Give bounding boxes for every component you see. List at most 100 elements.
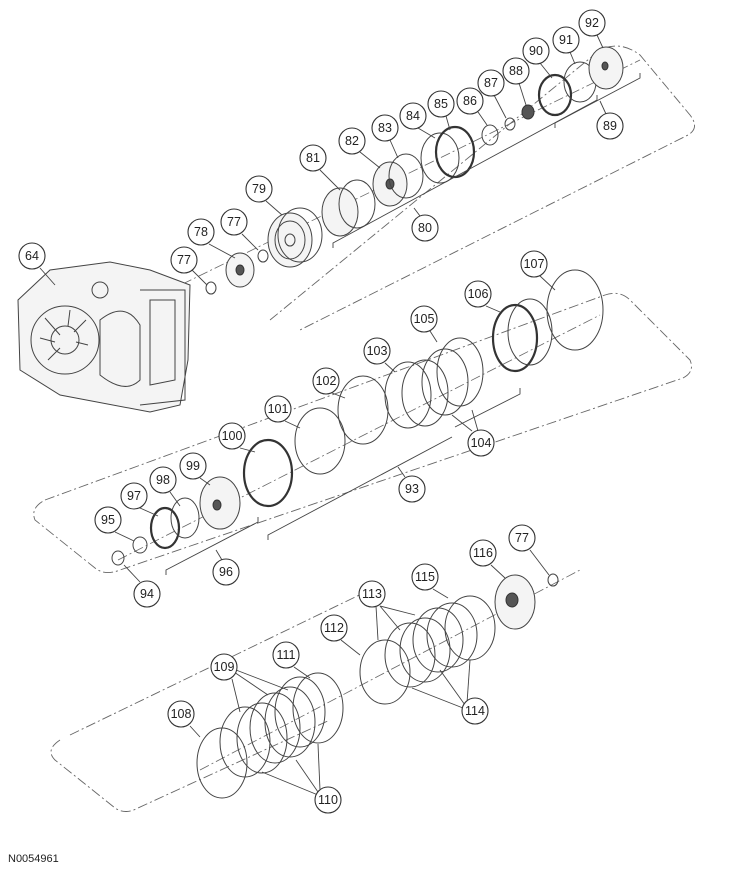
svg-text:64: 64 — [25, 249, 39, 263]
callout-102: 102 — [312, 367, 340, 395]
svg-text:114: 114 — [465, 704, 485, 718]
callout-101: 101 — [264, 395, 292, 423]
callout-82: 82 — [338, 127, 366, 155]
svg-text:111: 111 — [276, 648, 295, 662]
svg-text:94: 94 — [140, 587, 154, 601]
svg-text:84: 84 — [406, 109, 420, 123]
svg-text:81: 81 — [306, 151, 320, 165]
callout-84: 84 — [399, 102, 427, 130]
figure-id-caption: N0054961 — [8, 853, 59, 865]
svg-text:85: 85 — [434, 97, 448, 111]
bracket-80 — [332, 95, 598, 248]
callout-113: 113 — [358, 580, 386, 608]
svg-text:79: 79 — [252, 182, 266, 196]
bracket-96 — [165, 517, 259, 575]
svg-text:100: 100 — [222, 429, 243, 443]
svg-text:102: 102 — [316, 374, 337, 388]
lower-group-boundary — [50, 584, 381, 812]
svg-text:116: 116 — [473, 546, 493, 560]
callout-105: 105 — [410, 305, 438, 333]
svg-text:93: 93 — [405, 482, 419, 496]
group-brackets — [165, 73, 641, 575]
svg-text:106: 106 — [468, 287, 489, 301]
callout-115: 115 — [411, 563, 439, 591]
callout-77-b: 77 — [220, 208, 248, 236]
svg-text:107: 107 — [524, 257, 545, 271]
callout-109: 109 — [210, 653, 238, 681]
callout-98: 98 — [149, 466, 177, 494]
callout-81: 81 — [299, 144, 327, 172]
svg-text:105: 105 — [414, 312, 435, 326]
svg-text:86: 86 — [463, 94, 477, 108]
callout-93: 93 — [398, 475, 426, 503]
svg-text:108: 108 — [171, 707, 192, 721]
svg-text:91: 91 — [559, 33, 573, 47]
svg-text:110: 110 — [318, 793, 338, 807]
callout-97: 97 — [120, 482, 148, 510]
callouts: 64 77 78 77 79 81 82 83 84 85 86 87 88 9… — [18, 9, 624, 814]
svg-text:104: 104 — [471, 436, 492, 450]
svg-text:87: 87 — [484, 76, 498, 90]
upper-assembly-parts — [205, 46, 624, 295]
svg-text:101: 101 — [268, 402, 289, 416]
svg-text:89: 89 — [603, 119, 617, 133]
middle-group-boundary — [33, 292, 692, 573]
callout-64: 64 — [18, 242, 46, 270]
svg-text:82: 82 — [345, 134, 359, 148]
callout-99: 99 — [179, 452, 207, 480]
callout-91: 91 — [552, 26, 580, 54]
callout-92: 92 — [578, 9, 606, 37]
callout-88: 88 — [502, 57, 530, 85]
svg-text:113: 113 — [362, 587, 382, 601]
svg-text:95: 95 — [101, 513, 115, 527]
callout-96: 96 — [212, 558, 240, 586]
svg-text:77: 77 — [227, 215, 241, 229]
callout-77-c: 77 — [508, 524, 536, 552]
bracket-93 — [267, 388, 521, 540]
callout-79: 79 — [245, 175, 273, 203]
callout-104: 104 — [467, 429, 495, 457]
bracket-89 — [554, 73, 641, 128]
callout-83: 83 — [371, 114, 399, 142]
callout-100: 100 — [218, 422, 246, 450]
svg-text:90: 90 — [529, 44, 543, 58]
callout-106: 106 — [464, 280, 492, 308]
callout-80: 80 — [411, 214, 439, 242]
transaxle-case — [17, 261, 191, 413]
callout-77-a: 77 — [170, 246, 198, 274]
upper-group-boundary — [269, 45, 695, 331]
svg-text:92: 92 — [585, 16, 599, 30]
callout-85: 85 — [427, 90, 455, 118]
svg-text:98: 98 — [156, 473, 170, 487]
callout-78: 78 — [187, 218, 215, 246]
group-boundaries — [33, 45, 695, 812]
callout-95: 95 — [94, 506, 122, 534]
svg-text:78: 78 — [194, 225, 208, 239]
svg-text:77: 77 — [177, 253, 191, 267]
callout-86: 86 — [456, 87, 484, 115]
middle-axis — [117, 314, 601, 561]
middle-assembly-parts — [111, 269, 604, 566]
svg-text:115: 115 — [415, 570, 435, 584]
callout-108: 108 — [167, 700, 195, 728]
callout-110: 110 — [314, 786, 342, 814]
callout-107: 107 — [520, 250, 548, 278]
lower-assembly-parts — [196, 573, 559, 799]
svg-text:88: 88 — [509, 64, 523, 78]
callout-103: 103 — [363, 337, 391, 365]
callout-89: 89 — [596, 112, 624, 140]
callout-90: 90 — [522, 37, 550, 65]
svg-text:112: 112 — [324, 621, 344, 635]
callout-116: 116 — [469, 539, 497, 567]
svg-text:103: 103 — [367, 344, 388, 358]
svg-text:97: 97 — [127, 489, 141, 503]
svg-text:80: 80 — [418, 221, 432, 235]
svg-text:83: 83 — [378, 121, 392, 135]
svg-text:77: 77 — [515, 531, 529, 545]
svg-text:99: 99 — [186, 459, 200, 473]
svg-text:96: 96 — [219, 565, 233, 579]
callout-112: 112 — [320, 614, 348, 642]
callout-111: 111 — [272, 641, 300, 669]
callout-87: 87 — [477, 69, 505, 97]
